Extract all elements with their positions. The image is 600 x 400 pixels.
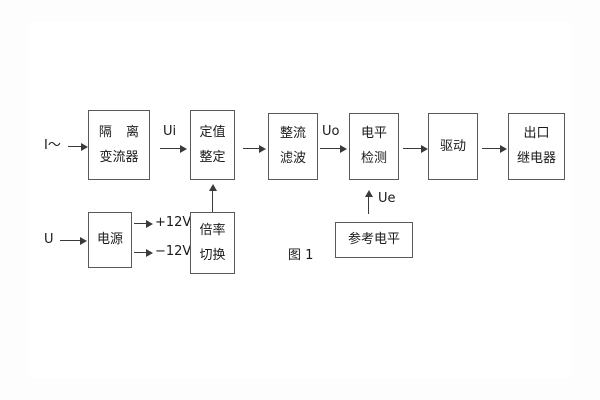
connector-setting-to-rectifier <box>243 148 261 149</box>
connector-rectifier-to-level <box>320 148 342 149</box>
block-value-setting[interactable]: 定值 整定 <box>190 110 235 180</box>
arrow-level-to-driver-icon <box>421 145 428 153</box>
ui-signal-label: Ui <box>163 124 177 139</box>
block-level-detection[interactable]: 电平 检测 <box>349 113 399 180</box>
block-output-line2: 继电器 <box>516 151 556 166</box>
arrow-multiplier-to-setting-icon <box>209 184 217 191</box>
block-isolation-transformer[interactable]: 隔 离 变流器 <box>88 110 150 180</box>
arrow-driver-to-output-icon <box>500 145 507 153</box>
positive-rail-label: +12V <box>155 215 192 230</box>
diagram-panel <box>28 22 572 378</box>
arrow-reference-to-level-icon <box>365 190 373 197</box>
connector-level-to-driver <box>403 148 423 149</box>
connector-voltage-to-power <box>60 240 82 241</box>
block-isolation-line1: 隔 离 <box>98 124 145 140</box>
block-rectifier-line1: 整流 <box>279 126 306 142</box>
block-isolation-line2: 变流器 <box>99 149 139 165</box>
block-driver[interactable]: 驱动 <box>428 113 478 180</box>
block-setting-line1: 定值 <box>199 124 226 140</box>
connector-multiplier-to-setting <box>212 190 213 212</box>
block-setting-line2: 整定 <box>199 149 226 165</box>
block-power-supply[interactable]: 电源 <box>88 212 132 268</box>
ue-signal-label: Ue <box>378 191 396 206</box>
block-level-line2: 检测 <box>360 151 387 166</box>
connector-power-negative-rail <box>134 252 148 253</box>
current-input-label: I～ <box>44 138 61 153</box>
block-level-line1: 电平 <box>360 126 387 142</box>
arrow-positive-rail-icon <box>146 220 153 228</box>
block-driver-line1: 驱动 <box>439 138 466 154</box>
block-multiplier-switch[interactable]: 倍率 切换 <box>190 212 235 274</box>
block-multiplier-line1: 倍率 <box>199 222 226 238</box>
voltage-input-label: U <box>44 232 54 247</box>
connector-current-to-isolation <box>68 146 82 147</box>
arrow-rectifier-to-level-icon <box>340 145 347 153</box>
block-rectifier-line2: 滤波 <box>279 151 306 166</box>
arrow-voltage-to-power-icon <box>80 237 87 245</box>
block-rectifier-filter[interactable]: 整流 滤波 <box>268 113 318 180</box>
arrow-negative-rail-icon <box>146 249 153 257</box>
arrow-setting-to-rectifier-icon <box>259 145 266 153</box>
uo-signal-label: Uo <box>322 124 340 139</box>
connector-reference-to-level <box>368 196 369 214</box>
block-multiplier-line2: 切换 <box>199 247 226 263</box>
block-reference-level[interactable]: 参考电平 <box>335 222 413 258</box>
arrow-isolation-to-setting-icon <box>180 145 187 153</box>
connector-driver-to-output <box>482 148 502 149</box>
block-power-line1: 电源 <box>96 232 123 248</box>
block-output-relay[interactable]: 出口 继电器 <box>508 113 565 180</box>
negative-rail-label: −12V <box>155 244 192 259</box>
block-output-line1: 出口 <box>523 126 550 142</box>
connector-isolation-to-setting <box>160 148 182 149</box>
figure-caption: 图 1 <box>288 248 314 263</box>
block-reference-line1: 参考电平 <box>347 232 400 248</box>
connector-power-positive-rail <box>134 223 148 224</box>
arrow-current-to-isolation-icon <box>81 143 88 151</box>
